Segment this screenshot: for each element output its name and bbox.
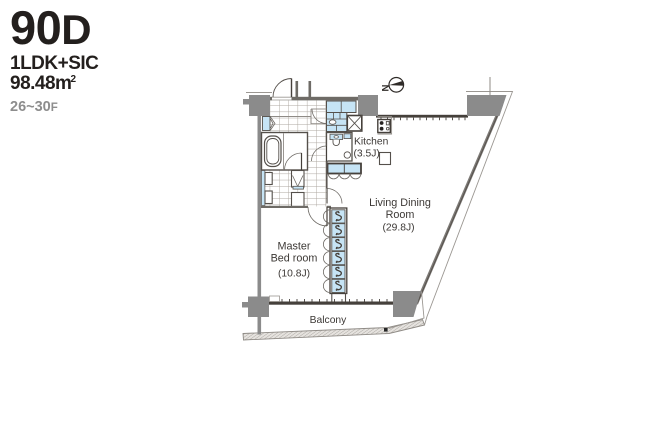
gas-stove: [377, 118, 391, 134]
compass-needle: [389, 81, 404, 86]
washroom-counter-strip: [261, 170, 266, 206]
toilet-door-arc: [311, 145, 327, 162]
living-label-line1: Living Dining: [369, 197, 431, 209]
north-window-ticks: [380, 117, 466, 121]
bathroom-door-arc: [284, 152, 302, 171]
closet-cells: [331, 209, 346, 293]
balcony-side-wall: [257, 315, 262, 335]
toilet-corner-sink: [343, 151, 351, 159]
compass-north-label: N: [380, 84, 391, 91]
pillar-northwest: [249, 95, 270, 116]
living-label-line2: Room: [386, 209, 415, 221]
pillar-north-middle: [358, 95, 378, 116]
stove-counter-outline: [377, 116, 393, 135]
unit-letter: D: [61, 6, 92, 53]
bedroom-door-arc: [307, 206, 328, 227]
walls: [257, 77, 514, 335]
pillar-southeast: [393, 291, 421, 317]
hall-ld-door-arc: [326, 188, 343, 204]
alcove-stub-right: [308, 81, 312, 97]
entry-threshold: [272, 96, 292, 101]
bedroom-label-line1: Master: [278, 241, 311, 253]
north-window-wall: [376, 114, 468, 118]
compass: N: [380, 76, 405, 93]
toilet-bowl: [332, 139, 340, 146]
pillar-sw-stub: [242, 302, 249, 308]
unit-number: 90: [10, 1, 62, 54]
washing-machine-pan: [290, 191, 305, 208]
counter-dividers: [326, 112, 347, 132]
kitchen: [326, 100, 393, 180]
kitchen-size-label: (3.5J): [354, 149, 380, 160]
south-window-ticks: [281, 299, 388, 302]
vanity-sink-strip: [292, 185, 304, 190]
south-window-wall: [269, 301, 394, 305]
stove-burner-3: [386, 126, 390, 131]
closet-column: [323, 207, 348, 302]
shoe-cabinet: [262, 116, 271, 131]
pillar-se-outline: [388, 291, 425, 329]
diagonal-wall-inner-edge: [416, 104, 503, 304]
corridor-floor: [307, 132, 327, 170]
closet-door-arcs: [323, 209, 331, 293]
closet-lower-stubs: [331, 293, 347, 302]
washroom-cabinet-upper: [264, 171, 273, 186]
washroom-cabinet-lower: [264, 190, 273, 205]
layout-type: 1LDK+SIC: [10, 53, 99, 74]
bathroom: [260, 131, 309, 171]
entry-door-arc: [272, 78, 292, 98]
bedroom-size-label: (10.8J): [278, 269, 310, 280]
area-superscript: 2: [70, 73, 77, 85]
balcony-label: Balcony: [310, 315, 347, 326]
bedroom-label-line2: Bed room: [271, 253, 318, 265]
sic-door-arc: [311, 108, 327, 124]
unit-code: 90D: [10, 4, 98, 51]
alcove-stub-left: [295, 81, 299, 97]
stove-burner-2: [379, 126, 384, 131]
pillar-nw-stub: [243, 99, 250, 105]
eave-outline: [424, 91, 514, 326]
left-wall: [257, 114, 262, 299]
floor-area: 98.48m2: [10, 74, 98, 93]
range-space-cross: [346, 115, 363, 132]
bedroom-wall-stub: [326, 205, 331, 208]
pillar-southwest: [248, 296, 269, 317]
room-labels: Kitchen (3.5J) Living Dining Room (29.8J…: [271, 137, 431, 327]
kitchen-counter: [326, 100, 357, 132]
kitchen-sink: [328, 119, 337, 125]
floors-value: 26~30: [10, 99, 51, 115]
railing-joint-marker: [384, 328, 388, 332]
peninsula-door-arcs: [327, 173, 362, 180]
pillar-step-outline: [269, 295, 280, 302]
floors-suffix: F: [50, 102, 58, 114]
refrigerator-space: [378, 151, 392, 166]
toilet-room: [311, 131, 353, 162]
area-value: 98.48m: [10, 73, 72, 94]
kitchen-label: Kitchen: [354, 137, 389, 148]
top-wall: [291, 96, 358, 101]
toilet-shelf: [343, 133, 352, 140]
stove-burner-1: [379, 121, 384, 125]
stove-grill: [385, 121, 390, 126]
floor-range: 26~30F: [10, 100, 98, 115]
pillar-northeast: [467, 95, 507, 116]
vanity-unit: [290, 169, 305, 188]
pillars: [242, 92, 507, 329]
bathtub-inner: [266, 138, 280, 165]
shoe-cabinet-fold-doors: [270, 116, 276, 131]
bedroom-north-wall: [261, 205, 308, 208]
toilet-tank-basin: [333, 135, 339, 139]
plan-header: 90D 1LDK+SIC 98.48m2 26~30F: [10, 4, 99, 115]
peninsula-counter: [326, 162, 362, 180]
entry: [262, 78, 327, 131]
living-size-label: (29.8J): [382, 223, 414, 234]
